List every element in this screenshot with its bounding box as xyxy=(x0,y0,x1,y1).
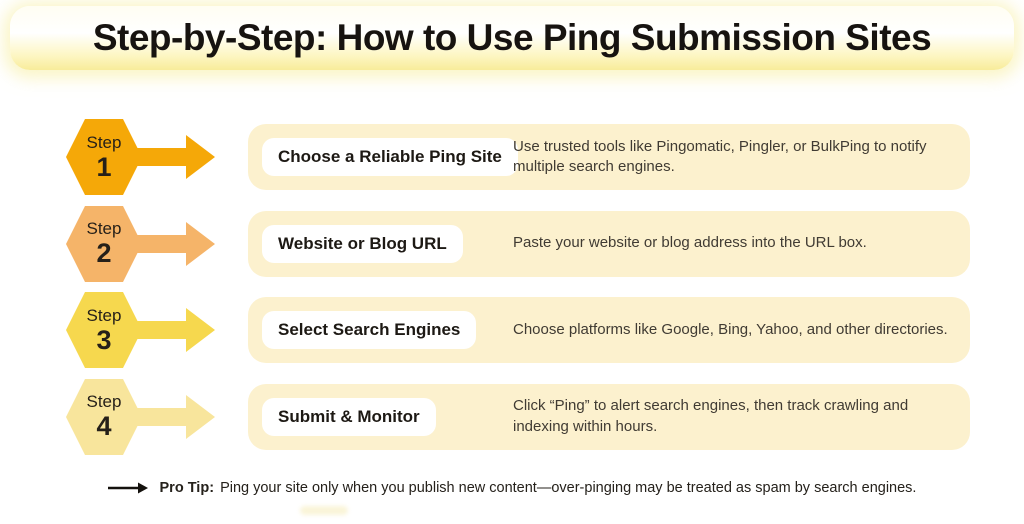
step-4-title: Submit & Monitor xyxy=(262,397,436,436)
hexagon-arrow-icon xyxy=(66,378,215,455)
hexagon-arrow-icon xyxy=(66,119,215,196)
page-title: Step-by-Step: How to Use Ping Submission… xyxy=(92,17,932,58)
step-label: Step xyxy=(86,305,122,325)
step-3-card: Select Search Engines Choose platforms l… xyxy=(248,297,970,364)
hexagon-arrow-icon xyxy=(66,205,215,282)
step-2-card: Website or Blog URL Paste your website o… xyxy=(248,210,970,277)
step-2-badge: Step 2 xyxy=(66,204,216,284)
pro-tip-text: Ping your site only when you publish new… xyxy=(220,480,917,496)
title-banner: Step-by-Step: How to Use Ping Submission… xyxy=(10,6,1014,70)
step-row-4: Step 4 Submit & Monitor Click “Ping” to … xyxy=(0,374,1024,461)
step-2-title: Website or Blog URL xyxy=(262,224,463,263)
step-1-description: Use trusted tools like Pingomatic, Pingl… xyxy=(513,137,927,176)
step-number: 2 xyxy=(96,238,112,269)
step-label: Step xyxy=(86,219,122,239)
step-3-title: Select Search Engines xyxy=(262,311,477,350)
step-2-description: Paste your website or blog address into … xyxy=(513,234,867,252)
step-4-card: Submit & Monitor Click “Ping” to alert s… xyxy=(248,383,970,450)
step-1-badge: Step 1 xyxy=(66,117,216,197)
watermark-smudge xyxy=(300,506,348,515)
pro-tip: Pro Tip: Ping your site only when you pu… xyxy=(0,480,1024,496)
step-1-title: Choose a Reliable Ping Site xyxy=(262,138,518,177)
pro-tip-label: Pro Tip: xyxy=(159,480,215,496)
step-row-2: Step 2 Website or Blog URL Paste your we… xyxy=(0,201,1024,288)
step-row-3: Step 3 Select Search Engines Choose plat… xyxy=(0,287,1024,374)
step-label: Step xyxy=(86,132,122,152)
steps-list: Step 1 Choose a Reliable Ping Site Use t… xyxy=(0,114,1024,460)
step-label: Step xyxy=(86,392,122,412)
step-number: 1 xyxy=(96,151,112,182)
step-row-1: Step 1 Choose a Reliable Ping Site Use t… xyxy=(0,114,1024,201)
hexagon-arrow-icon xyxy=(66,292,215,369)
step-1-card: Choose a Reliable Ping Site Use trusted … xyxy=(248,124,970,191)
step-3-badge: Step 3 xyxy=(66,290,216,370)
step-4-badge: Step 4 xyxy=(66,377,216,457)
step-4-description: Click “Ping” to alert search engines, th… xyxy=(513,397,909,435)
step-number: 4 xyxy=(96,411,112,442)
long-right-arrow-icon xyxy=(107,482,148,494)
step-3-description: Choose platforms like Google, Bing, Yaho… xyxy=(513,320,948,338)
step-number: 3 xyxy=(96,324,112,355)
